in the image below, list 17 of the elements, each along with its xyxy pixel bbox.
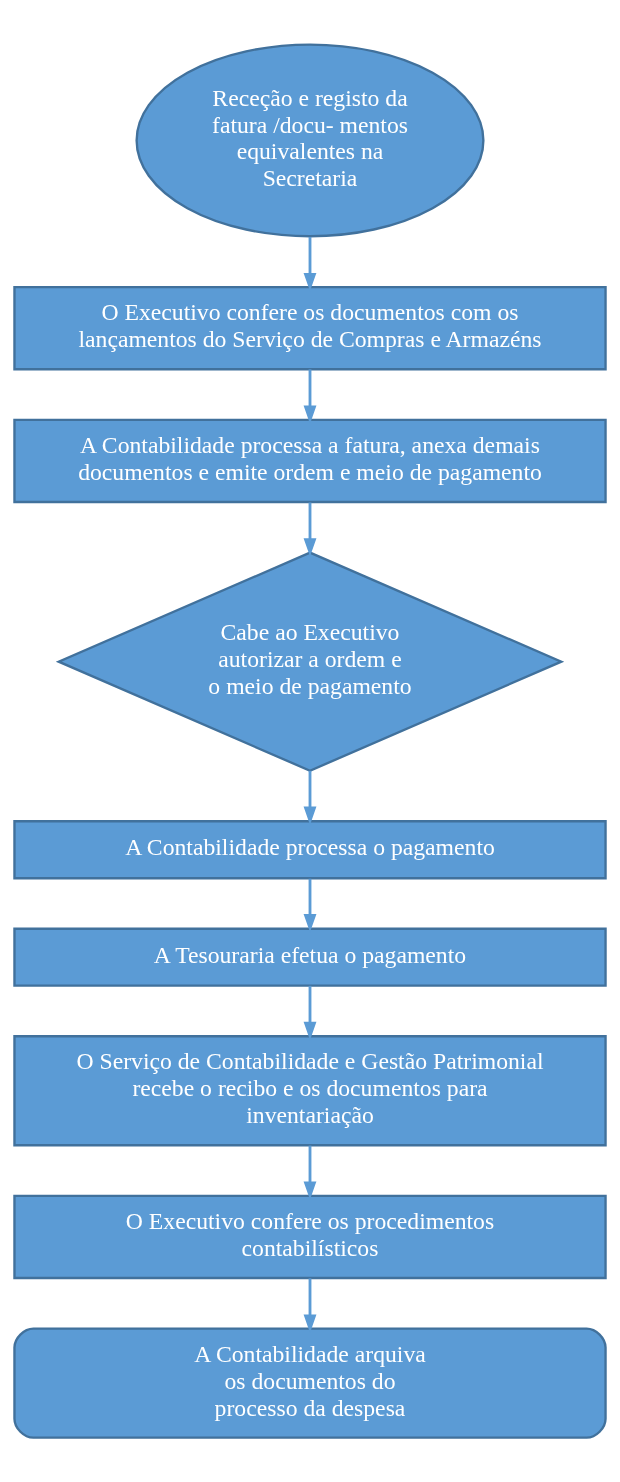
arrow: [303, 502, 317, 557]
node-box: O Executivo confere os documentos com os lançamentos do Serviço de Compras e Armazéns: [13, 285, 607, 371]
node-ellipse: Receção e registo da fatura /docu- mentos equivalentes na Secretaria: [135, 43, 485, 238]
node-diamond: Cabe ao Executivo autorizar a ordem e o meio de pagamento: [55, 551, 565, 773]
node-box: A Contabilidade processa o pagamento: [13, 820, 607, 880]
arrow: [303, 770, 317, 825]
arrow: [303, 1278, 317, 1333]
node-box: A Contabilidade processa a fatura, anexa demais documentos e emite ordem e meio de pagamento: [13, 418, 607, 504]
arrow: [303, 985, 317, 1041]
arrow: [303, 369, 317, 424]
node-box: O Executivo confere os procedimentos contabilísticos: [13, 1194, 607, 1280]
node-box: A Tesouraria efetua o pagamento: [13, 927, 607, 987]
node-box: O Serviço de Contabilidade e Gestão Patrimonial recebe o recibo e os documentos para inventariação: [13, 1035, 607, 1147]
arrow: [303, 878, 317, 933]
node-box: A Contabilidade arquiva os documentos do processo da despesa: [13, 1327, 607, 1439]
arrow: [303, 237, 317, 292]
arrow: [303, 1145, 317, 1200]
